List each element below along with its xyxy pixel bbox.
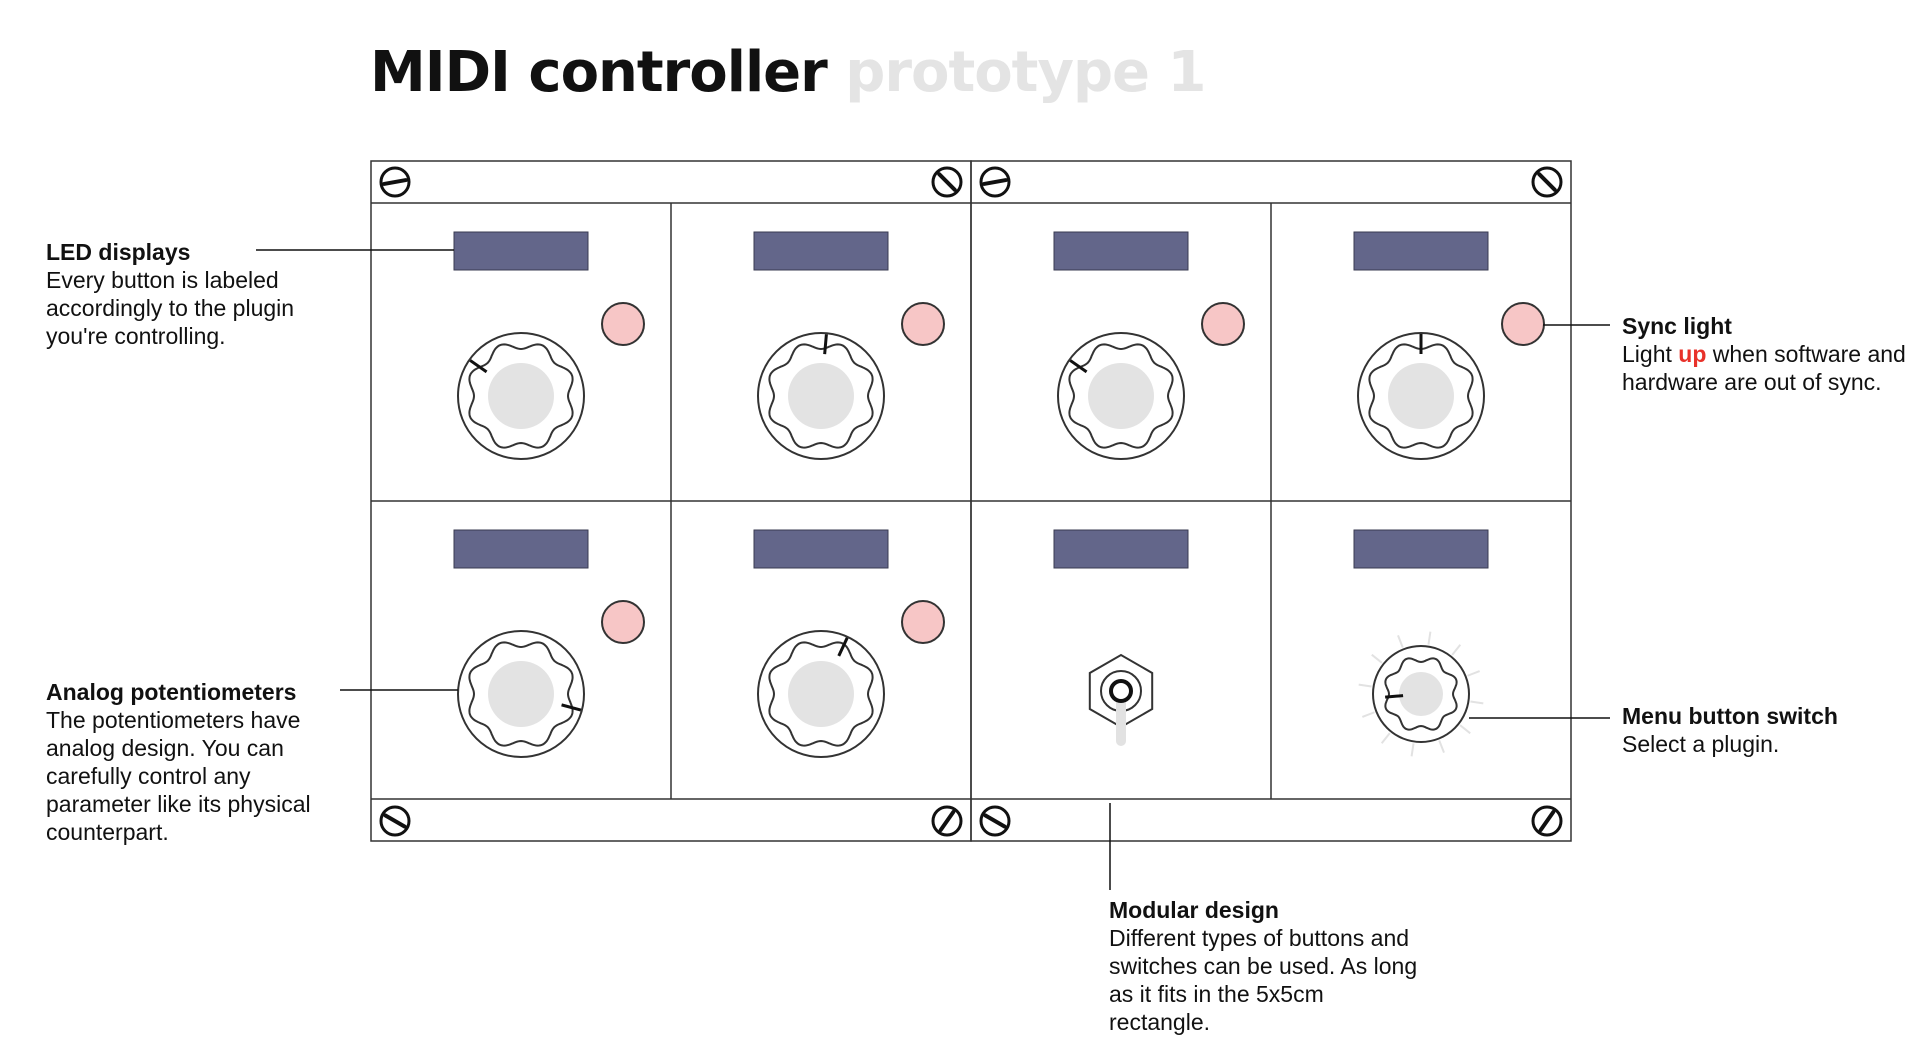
glow-ray xyxy=(1410,743,1415,757)
menu-button-indicator xyxy=(1385,694,1404,699)
glow-ray xyxy=(1358,683,1372,688)
glow-ray xyxy=(1427,631,1432,645)
annotation-body: Different types of buttons and switches … xyxy=(1109,925,1418,1035)
screw-slot xyxy=(937,172,957,192)
led-display xyxy=(453,231,589,271)
title-subtitle: prototype 1 xyxy=(845,40,1206,105)
module-knob xyxy=(1353,231,1545,460)
menu-button-cap xyxy=(1399,672,1443,716)
screw-slot xyxy=(938,809,956,833)
knob-cap xyxy=(488,363,554,429)
title-main: MIDI controller xyxy=(370,40,828,105)
module-knob xyxy=(753,231,945,460)
screw-slot xyxy=(982,178,1008,186)
annotation-title: LED displays xyxy=(46,239,191,265)
knob-indicator xyxy=(1069,359,1088,374)
screw-slot xyxy=(1537,172,1557,192)
annotation-title: Menu button switch xyxy=(1622,703,1838,729)
glow-ray xyxy=(1361,711,1375,718)
body-text: Light xyxy=(1622,341,1679,367)
annotation-menu-button-switch: Menu button switch Select a plugin. xyxy=(1622,702,1907,758)
knob-indicator xyxy=(561,703,582,712)
screw-icon xyxy=(379,805,411,837)
glow-ray xyxy=(1371,653,1383,664)
led-display xyxy=(753,529,889,569)
page-title: MIDI controller prototype 1 xyxy=(370,40,1206,105)
screw-icon xyxy=(1531,805,1563,837)
module-knob xyxy=(453,529,645,758)
screw-icon xyxy=(931,805,963,837)
module-knob xyxy=(453,231,645,460)
annotation-body: Every button is labeled accordingly to t… xyxy=(46,267,295,349)
knob-indicator xyxy=(469,359,488,374)
knob-cap xyxy=(788,363,854,429)
screw-icon xyxy=(979,805,1011,837)
glow-ray xyxy=(1397,634,1404,648)
glow-ray xyxy=(1459,724,1471,735)
led-display xyxy=(1353,529,1489,569)
sync-light xyxy=(1501,302,1545,346)
led-display xyxy=(1353,231,1489,271)
module-toggle-switch xyxy=(1053,529,1189,746)
glow-ray xyxy=(1380,732,1391,744)
sync-light xyxy=(601,302,645,346)
knob-cap xyxy=(488,661,554,727)
annotation-body: Select a plugin. xyxy=(1622,731,1780,757)
screw-slot xyxy=(983,813,1007,829)
sync-light xyxy=(901,302,945,346)
screw-slot xyxy=(382,178,408,186)
knob-indicator xyxy=(823,334,828,355)
knob-cap xyxy=(1388,363,1454,429)
led-display xyxy=(753,231,889,271)
annotation-analog-potentiometers: Analog potentiometers The potentiometers… xyxy=(46,678,346,846)
knob-indicator xyxy=(837,637,849,657)
knob-cap xyxy=(788,661,854,727)
screw-icon xyxy=(931,166,963,198)
annotation-sync-light: Sync light Light up when software and ha… xyxy=(1622,312,1907,396)
annotation-leader-lines xyxy=(256,249,1610,890)
led-display xyxy=(1053,529,1189,569)
annotation-title: Analog potentiometers xyxy=(46,679,297,705)
annotation-title: Modular design xyxy=(1109,897,1279,923)
annotation-body: The potentiometers have analog design. Y… xyxy=(46,707,311,845)
screw-icon xyxy=(979,166,1011,198)
midi-controller xyxy=(370,160,1572,842)
sync-light xyxy=(601,600,645,644)
screw-icon xyxy=(1531,166,1563,198)
screw-slot xyxy=(1538,809,1556,833)
annotation-led-displays: LED displays Every button is labeled acc… xyxy=(46,238,346,350)
glow-ray xyxy=(1470,700,1484,705)
annotation-modular-design: Modular design Different types of button… xyxy=(1109,896,1429,1036)
toggle-pivot xyxy=(1109,679,1133,703)
annotation-body: Light up when software and hardware are … xyxy=(1622,340,1907,396)
highlighted-word: up xyxy=(1678,341,1707,367)
module-knob xyxy=(1053,231,1245,460)
body-text: when software and hardware are out of sy… xyxy=(1622,341,1906,395)
sync-light xyxy=(901,600,945,644)
module-menu-button xyxy=(1353,529,1489,757)
glow-ray xyxy=(1438,740,1445,754)
led-display xyxy=(1053,231,1189,271)
screw-icon xyxy=(379,166,411,198)
screw-slot xyxy=(383,813,407,829)
annotation-title: Sync light xyxy=(1622,313,1732,339)
module-knob xyxy=(753,529,945,758)
glow-ray xyxy=(1451,644,1462,656)
glow-ray xyxy=(1467,670,1481,677)
knob-cap xyxy=(1088,363,1154,429)
sync-light xyxy=(1201,302,1245,346)
led-display xyxy=(453,529,589,569)
